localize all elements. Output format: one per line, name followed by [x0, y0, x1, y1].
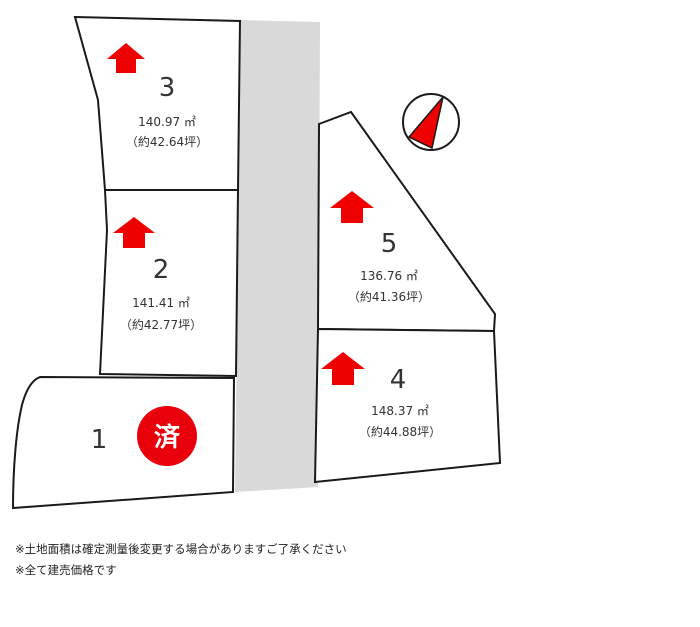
- lot-4[interactable]: 4 148.37 ㎡ （約44.88坪）: [313, 327, 502, 484]
- note-area-change: ※土地面積は確定測量後変更する場合がありますご了承ください: [15, 542, 347, 556]
- lot-number: 4: [390, 365, 407, 395]
- notes: ※土地面積は確定測量後変更する場合がありますご了承ください ※全て建売価格です: [15, 539, 347, 581]
- frontage-arrow-icon: [107, 43, 145, 73]
- lot-number: 1: [91, 425, 108, 455]
- north-arrow-icon: [402, 93, 460, 151]
- lot-3[interactable]: 3 140.97 ㎡ （約42.64坪）: [73, 15, 242, 191]
- lot-number: 2: [153, 255, 170, 285]
- lot-5[interactable]: 5 136.76 ㎡ （約41.36坪）: [316, 110, 497, 333]
- lot-number: 5: [381, 229, 398, 259]
- lot-1[interactable]: 1 済: [11, 375, 236, 510]
- lot-area: 136.76 ㎡: [360, 269, 418, 283]
- note-price-type: ※全て建売価格です: [15, 563, 117, 577]
- frontage-arrow-icon: [321, 352, 365, 385]
- sold-badge-label: 済: [154, 422, 181, 453]
- lot-area-tsubo: （約44.88坪）: [359, 424, 441, 439]
- lot-area: 148.37 ㎡: [371, 404, 429, 418]
- frontage-arrow-icon: [330, 191, 374, 223]
- lot-area-tsubo: （約41.36坪）: [348, 289, 430, 304]
- frontage-arrow-icon: [113, 217, 155, 248]
- road: [235, 20, 320, 492]
- lot-area-tsubo: （約42.64坪）: [126, 134, 208, 149]
- lot-area: 140.97 ㎡: [138, 115, 196, 129]
- sold-badge: [137, 406, 197, 466]
- lot-number: 3: [159, 73, 176, 103]
- lot-2[interactable]: 2 141.41 ㎡ （約42.77坪）: [98, 189, 240, 378]
- lot-area-tsubo: （約42.77坪）: [120, 317, 202, 332]
- lot-area: 141.41 ㎡: [132, 296, 190, 310]
